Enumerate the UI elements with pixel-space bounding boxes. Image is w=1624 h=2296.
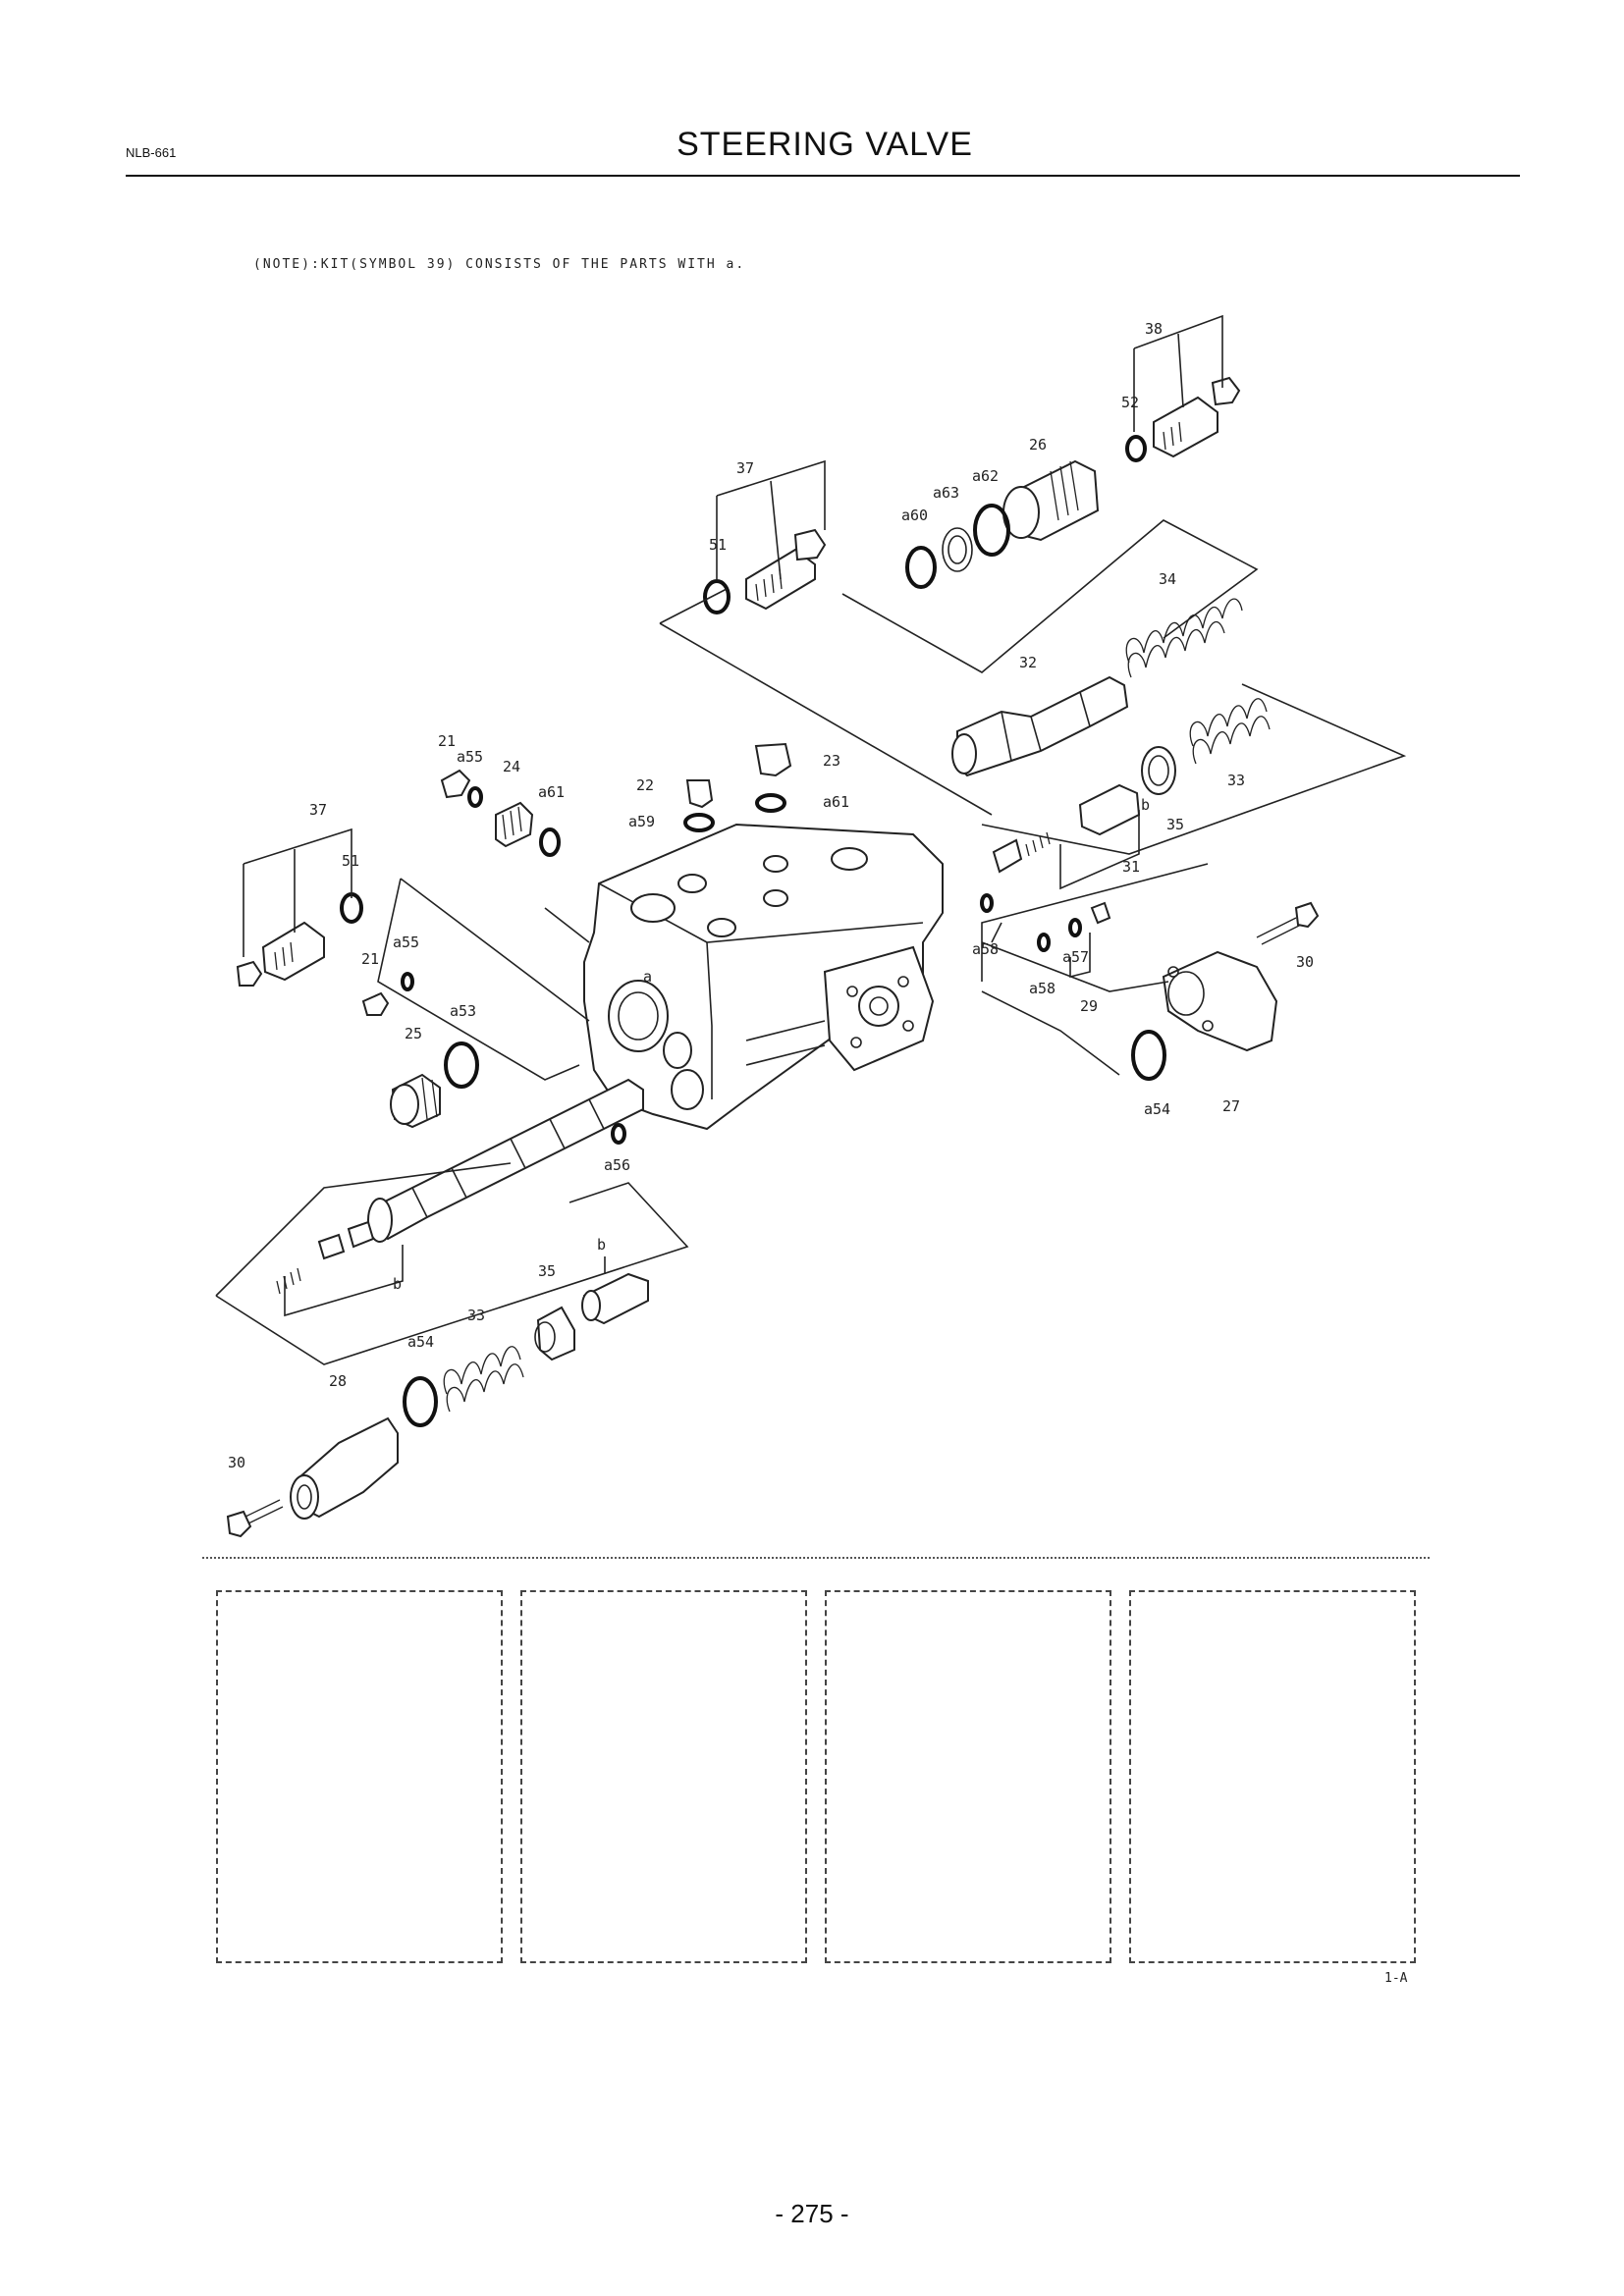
callout-29: 29 — [1080, 997, 1098, 1015]
callout-a61: a61 — [538, 783, 565, 801]
callout-labels: 38 52 26 37 51 a62 a63 a60 34 32 21 a55 … — [228, 320, 1314, 1471]
page-number: - 275 - — [775, 2199, 849, 2228]
callout-a60: a60 — [901, 507, 928, 524]
bracket-lines — [243, 314, 1223, 1317]
callout-b: b — [1141, 796, 1150, 814]
callout-34: 34 — [1159, 570, 1176, 588]
callout-a58: a58 — [972, 940, 999, 958]
ring-a58-lower — [1037, 933, 1051, 952]
collar-35-lower — [534, 1306, 575, 1362]
plug-26 — [905, 459, 1100, 589]
callout-b-left: b — [393, 1275, 402, 1293]
callout-51: 51 — [709, 536, 727, 554]
plugs-top — [440, 742, 792, 857]
callout-37-left: 37 — [309, 801, 327, 819]
leader-lines — [215, 519, 1407, 1365]
callout-35: 35 — [1166, 816, 1184, 833]
cap-28-lower — [290, 1376, 438, 1520]
section-separator — [202, 1557, 1430, 1559]
header-rule — [126, 175, 1520, 177]
blank-frame-2 — [520, 1590, 807, 1963]
callout-a54: a54 — [1144, 1100, 1170, 1118]
spring-33-lower — [443, 1346, 524, 1413]
document-code: NLB-661 — [126, 145, 177, 160]
spool-32 — [951, 675, 1129, 777]
callout-28: 28 — [329, 1372, 347, 1390]
callout-27: 27 — [1222, 1097, 1240, 1115]
callout-22: 22 — [636, 776, 654, 794]
page-title: STEERING VALVE — [677, 126, 973, 163]
callout-23: 23 — [823, 752, 840, 770]
callout-b-lower: b — [597, 1236, 606, 1254]
cap-27-right — [1131, 950, 1278, 1081]
callout-a61-right: a61 — [823, 793, 849, 811]
callout-a58-lower: a58 — [1029, 980, 1056, 997]
plug-25 — [390, 1041, 479, 1129]
spring-34 — [1125, 598, 1243, 678]
relief-valve-top-right — [1125, 376, 1241, 462]
ring-a57 — [1068, 918, 1082, 937]
main-spool — [367, 1078, 644, 1243]
callout-a53: a53 — [450, 1002, 476, 1020]
poppet-31 — [992, 783, 1141, 874]
bolt-30-right — [1256, 901, 1320, 945]
callout-37: 37 — [736, 459, 754, 477]
figure-reference: 1-A — [1384, 1971, 1408, 1986]
callout-a55: a55 — [457, 748, 483, 766]
relief-valve-left — [236, 892, 414, 1016]
callout-25: 25 — [405, 1025, 422, 1042]
poppet-b-lower — [581, 1272, 649, 1325]
callout-31: 31 — [1122, 858, 1140, 876]
callout-a59: a59 — [628, 813, 655, 830]
callout-26: 26 — [1029, 436, 1047, 454]
kit-note: (NOTE):KIT(SYMBOL 39) CONSISTS OF THE PA… — [253, 257, 746, 272]
collar-35-upper — [1141, 746, 1176, 795]
callout-30-right: 30 — [1296, 953, 1314, 971]
blank-frame-1 — [216, 1590, 503, 1963]
small-parts-b-left — [276, 1220, 375, 1295]
callout-a63: a63 — [933, 484, 959, 502]
callout-21-left: 21 — [361, 950, 379, 968]
exploded-parts-diagram: 38 52 26 37 51 a62 a63 a60 34 32 21 a55 … — [215, 314, 1407, 1538]
callout-35-lower: 35 — [538, 1262, 556, 1280]
callout-38: 38 — [1145, 320, 1163, 338]
callout-a-body: a — [643, 968, 652, 986]
spring-33-upper — [1189, 698, 1271, 765]
callout-24: 24 — [503, 758, 520, 775]
ring-a56 — [611, 1123, 626, 1145]
callout-21: 21 — [438, 732, 456, 750]
valve-body — [583, 823, 944, 1131]
plug-29 — [1090, 901, 1111, 925]
callout-a56: a56 — [604, 1156, 630, 1174]
callout-33-lower: 33 — [467, 1307, 485, 1324]
blank-frame-3 — [825, 1590, 1111, 1963]
blank-frame-4 — [1129, 1590, 1416, 1963]
ring-a58-upper — [980, 893, 994, 913]
callout-a55-left: a55 — [393, 934, 419, 951]
callout-51-left: 51 — [342, 852, 359, 870]
callout-30-lower: 30 — [228, 1454, 245, 1471]
bolt-30-lower — [226, 1499, 284, 1538]
callout-a54-lower: a54 — [407, 1333, 434, 1351]
callout-52: 52 — [1121, 394, 1139, 411]
callout-32: 32 — [1019, 654, 1037, 671]
callout-a62: a62 — [972, 467, 999, 485]
callout-33: 33 — [1227, 772, 1245, 789]
callout-a57: a57 — [1062, 948, 1089, 966]
